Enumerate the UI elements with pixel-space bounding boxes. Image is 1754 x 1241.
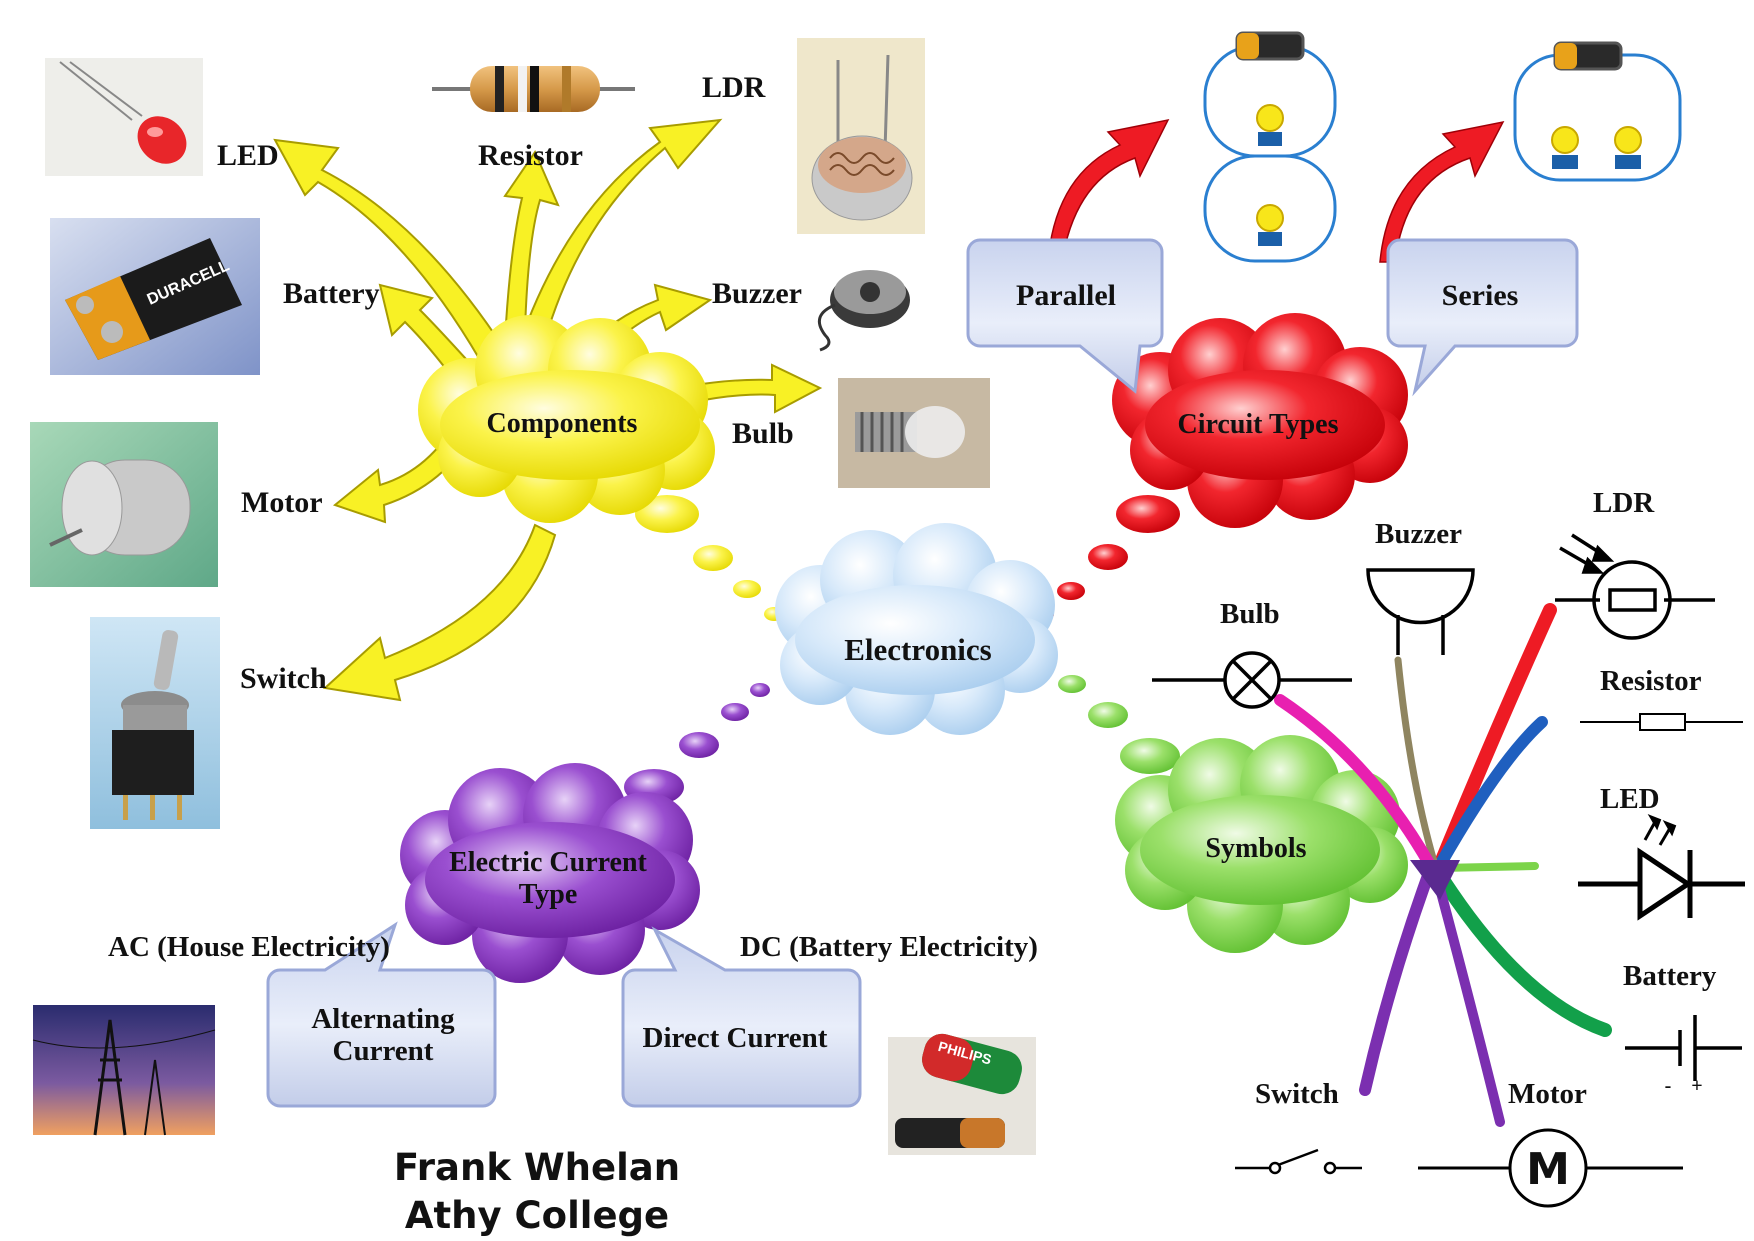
symbols-cloud[interactable]: Symbols (1115, 735, 1408, 953)
electric-current-label-1: Electric Current (449, 847, 647, 878)
branch-to-buzzer (1394, 656, 1439, 869)
circuit-types-label: Circuit Types (1177, 409, 1338, 440)
battery-photo: DURACELL (50, 218, 260, 375)
led-symbol (1578, 813, 1745, 921)
circuit-arrows (1047, 118, 1505, 263)
buzzer-symbol (1366, 568, 1475, 655)
parallel-circuit-diagram (1203, 31, 1337, 263)
switch-symbol (1235, 1148, 1362, 1175)
series-circuit-diagram (1513, 41, 1682, 182)
author-school: Athy College (405, 1194, 669, 1237)
dc-caption: DC (Battery Electricity) (740, 931, 1038, 963)
circuit-types-cloud[interactable]: Circuit Types (1112, 313, 1408, 528)
bulb-symbol (1152, 651, 1352, 709)
ac-caption: AC (House Electricity) (108, 931, 390, 963)
motor-photo (30, 422, 218, 587)
branch-to-motor (1430, 865, 1505, 1127)
arrow-to-switch (322, 523, 557, 702)
dc-box-label: Direct Current (643, 1022, 828, 1054)
battery-plus-sign: + (1691, 1075, 1702, 1097)
arrow-to-parallel (1047, 118, 1170, 263)
bulb-photo (838, 378, 990, 488)
arrow-to-resistor (503, 149, 560, 342)
component-buzzer-label: Buzzer (712, 277, 802, 310)
author-name: Frank Whelan (394, 1146, 680, 1189)
symbols-label: Symbols (1205, 833, 1306, 864)
component-battery-label: Battery (283, 277, 380, 310)
symbol-led-label: LED (1600, 783, 1660, 815)
alternating-current-callout[interactable]: Alternating Current (266, 921, 497, 1108)
center-label: Electronics (844, 632, 992, 667)
led-photo (45, 58, 203, 176)
component-switch-label: Switch (240, 662, 327, 695)
pylon-photo (32, 1005, 216, 1136)
resistor-symbol (1580, 713, 1743, 731)
buzzer-photo (817, 270, 910, 352)
ldr-symbol (1555, 533, 1715, 640)
series-label: Series (1442, 279, 1519, 312)
branch-to-battery (1433, 868, 1612, 1037)
battery-symbol (1625, 1015, 1742, 1081)
electronics-cloud[interactable]: Electronics (775, 523, 1058, 735)
symbol-ldr-label: LDR (1593, 487, 1655, 519)
arrow-to-series (1379, 120, 1505, 263)
ldr-photo (797, 38, 925, 234)
component-led-label: LED (217, 139, 279, 172)
battery-minus-sign: - (1665, 1075, 1672, 1097)
symbol-branches (1274, 603, 1612, 1127)
symbol-resistor-label: Resistor (1600, 665, 1702, 697)
electric-current-cloud[interactable]: Electric Current Type (400, 763, 700, 983)
symbol-battery-label: Battery (1623, 960, 1717, 992)
batteries-photo: PHILIPS (888, 1033, 1036, 1155)
component-ldr-label: LDR (702, 71, 766, 104)
parallel-label: Parallel (1016, 279, 1116, 312)
component-motor-label: Motor (241, 486, 323, 519)
symbol-switch-label: Switch (1255, 1078, 1339, 1110)
ac-box-label-2: Current (333, 1035, 434, 1067)
direct-current-callout[interactable]: Direct Current (621, 926, 862, 1108)
components-cloud[interactable]: Components (418, 315, 715, 523)
motor-symbol-letter: M (1526, 1144, 1570, 1195)
switch-photo (90, 617, 220, 829)
branch-to-switch (1359, 864, 1436, 1096)
arrow-to-led (273, 138, 507, 362)
component-resistor-label: Resistor (478, 139, 583, 172)
parallel-callout[interactable]: Parallel (966, 238, 1164, 394)
branch-to-resistor (1434, 716, 1548, 871)
symbol-motor-label: Motor (1508, 1078, 1587, 1110)
symbol-bulb-label: Bulb (1220, 598, 1280, 630)
resistor-photo (432, 66, 635, 112)
electric-current-label-2: Type (519, 879, 578, 910)
symbol-buzzer-label: Buzzer (1375, 518, 1462, 550)
component-bulb-label: Bulb (732, 417, 794, 450)
ac-box-label-1: Alternating (311, 1003, 455, 1035)
motor-symbol (1418, 1128, 1683, 1208)
series-callout[interactable]: Series (1386, 238, 1579, 397)
branch-to-bulb (1274, 694, 1436, 871)
components-label: Components (487, 408, 638, 439)
